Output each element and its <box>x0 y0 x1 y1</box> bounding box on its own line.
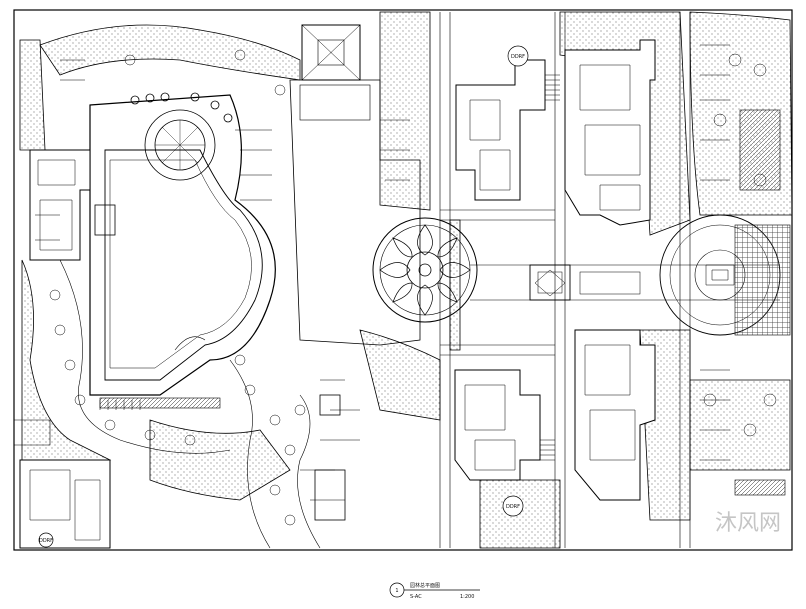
axis-walkway <box>470 214 791 336</box>
round-pavilion <box>130 92 233 181</box>
drawing-scale: 1:200 <box>460 594 474 600</box>
villa-buildings <box>19 39 656 549</box>
villa-tag: DDRF <box>506 504 520 510</box>
stair-elements <box>94 74 560 521</box>
planting-areas <box>19 11 793 549</box>
site-paths <box>14 12 691 549</box>
drawing-title: 园林总平面图 <box>410 582 440 589</box>
swimming-pool <box>89 94 276 396</box>
circular-feature <box>372 217 478 323</box>
villa-tag: DDRF <box>511 54 525 60</box>
watermark: 沐风网 <box>715 511 781 536</box>
title-number: 1 <box>395 588 398 594</box>
annotation-leaders <box>35 44 730 501</box>
villa-tags: DDRF DDRF DDRF <box>38 45 529 548</box>
drawing-border <box>13 9 793 551</box>
villa-tag: DDRF <box>39 538 53 544</box>
tree-symbols <box>49 49 777 526</box>
title-block: 1 园林总平面图 S-AC 1:200 <box>389 582 480 600</box>
sheet-ref: S-AC <box>410 594 422 600</box>
